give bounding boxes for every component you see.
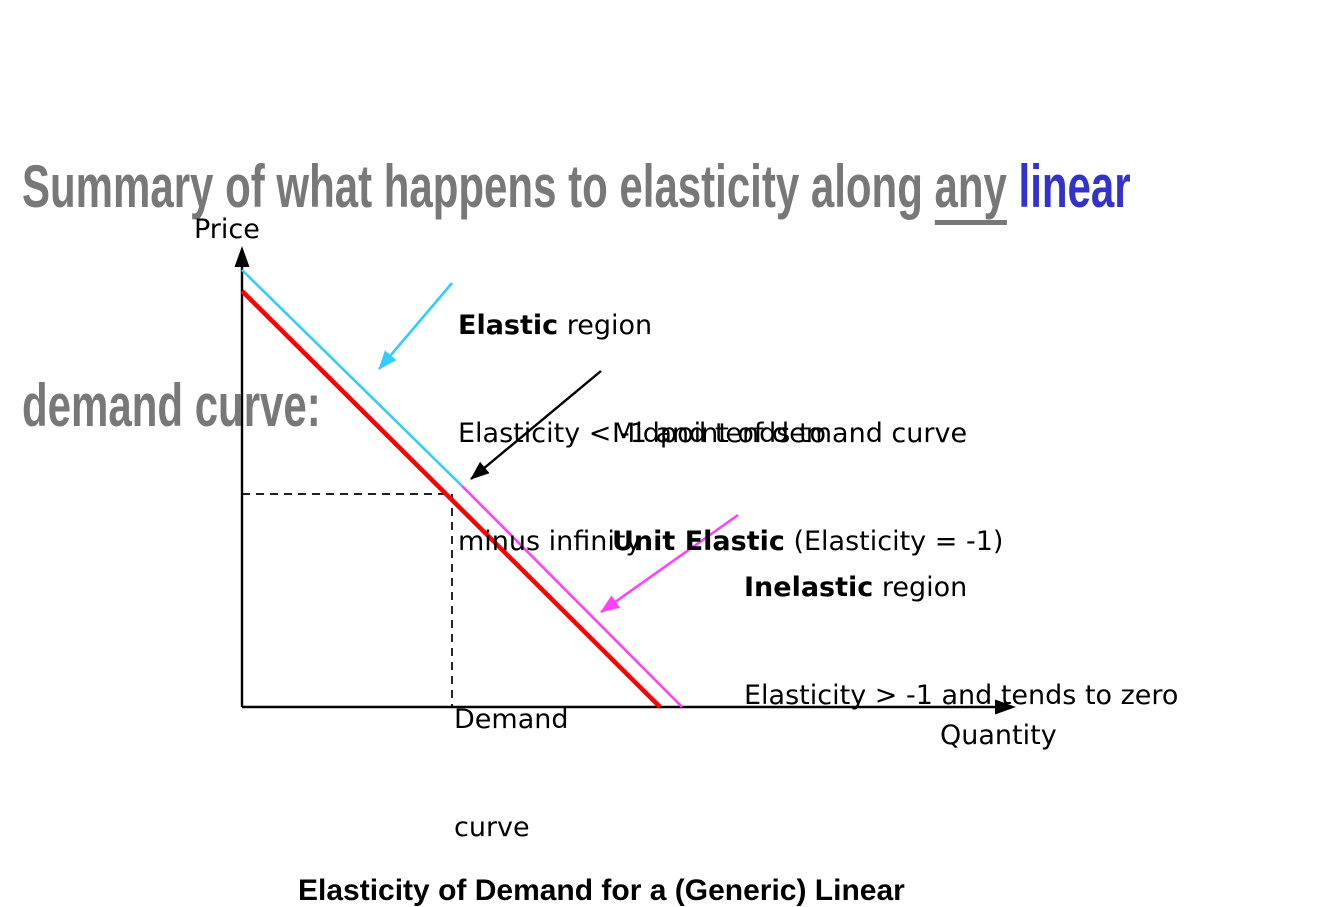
title-text-gray: Summary of what happens to elasticity al… <box>22 153 935 220</box>
elastic-region-line3: minus infinity <box>458 526 642 557</box>
y-axis-arrowhead-icon <box>234 246 250 267</box>
elastic-rest-text: region <box>558 310 653 341</box>
elastic-segment-line <box>241 269 463 487</box>
inelastic-bold-text: Inelastic <box>744 572 874 603</box>
title-text-blue-linear: linear <box>1018 153 1131 220</box>
unit-elastic-bold-text: Unit Elastic <box>612 526 785 557</box>
elastic-region-arrow <box>378 282 453 370</box>
inelastic-region-line2: Elasticity > -1 and tends to zero <box>744 680 1179 711</box>
inelastic-region-label: Inelastic region Elasticity > -1 and ten… <box>744 498 1178 786</box>
title-text-underlined-any: any <box>934 153 1007 225</box>
midpoint-line1: Midpoint of demand curve <box>612 418 968 449</box>
inelastic-segment-line <box>461 485 683 708</box>
price-axis-label: Price <box>194 214 260 245</box>
demand-curve-label-line1: Demand <box>454 704 569 735</box>
inelastic-region-line1: Inelastic region <box>744 570 1178 606</box>
slide-title-line1: Summary of what happens to elasticity al… <box>22 150 1131 225</box>
unit-elastic-rest-text: (Elasticity = -1) <box>784 526 1004 557</box>
midpoint-label: Midpoint of demand curve Unit Elastic (E… <box>612 344 1003 632</box>
midpoint-arrow <box>470 370 602 480</box>
demand-curve-line <box>240 289 662 709</box>
elastic-bold-text: Elastic <box>458 310 559 341</box>
slide-title: Summary of what happens to elasticity al… <box>22 4 1131 588</box>
elastic-region-line2: Elasticity < -1 and tends to <box>458 418 827 449</box>
midpoint-line2: Unit Elastic (Elasticity = -1) <box>612 524 1003 560</box>
demand-curve-label-line2: curve <box>454 812 530 843</box>
figure-caption-line1: Elasticity of Demand for a (Generic) Lin… <box>298 874 905 907</box>
x-axis-arrowhead-icon <box>995 699 1016 715</box>
slide-title-line2: demand curve: <box>22 372 321 439</box>
elastic-region-label: Elastic region Elasticity < -1 and tends… <box>458 236 826 632</box>
inelastic-region-arrow <box>600 513 739 614</box>
elastic-region-line1: Elastic region <box>458 308 826 344</box>
quantity-axis-label: Quantity <box>940 720 1057 751</box>
demand-curve-label: Demand curve <box>454 630 569 907</box>
inelastic-rest-text: region <box>873 572 968 603</box>
figure-caption: Elasticity of Demand for a (Generic) Lin… <box>298 803 905 907</box>
